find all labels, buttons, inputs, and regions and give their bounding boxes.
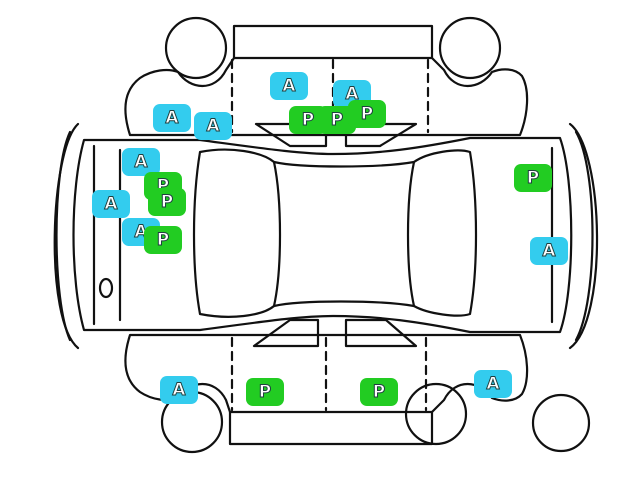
top-right-wheel [438,16,502,80]
marker-a-badge[interactable]: A [194,112,232,140]
bottom-roof [228,410,434,446]
marker-a-badge[interactable]: A [530,237,568,265]
marker-p-badge[interactable]: P [246,378,284,406]
bottom-window-right [344,318,418,348]
front-bumper-inner [55,130,72,342]
front-lamp [98,277,114,299]
bottom-right-wheel [404,382,468,446]
top-left-wheel [164,16,228,80]
bottom-side-view [124,318,591,454]
bottom-window-left [252,318,320,348]
marker-p-badge[interactable]: P [514,164,552,192]
rear-windshield [406,149,478,317]
top-body [124,56,529,137]
marker-a-badge[interactable]: A [474,370,512,398]
front-windshield [192,148,282,318]
marker-p-badge[interactable]: P [348,100,386,128]
rear-bumper-inner [574,130,594,342]
top-window-right [344,122,418,148]
marker-p-badge[interactable]: P [144,226,182,254]
rear-bumper-outer [568,122,599,350]
spare-wheel [531,393,591,453]
marker-p-badge[interactable]: P [148,188,186,216]
marker-a-badge[interactable]: A [270,72,308,100]
marker-a-badge[interactable]: A [122,148,160,176]
roof-line-top [272,160,416,168]
marker-a-badge[interactable]: A [153,104,191,132]
top-roof [232,24,434,60]
marker-p-badge[interactable]: P [360,378,398,406]
roof-line-bottom [272,300,416,308]
marker-a-badge[interactable]: A [92,190,130,218]
center-body [72,136,573,334]
bottom-body [124,333,529,414]
center-top-view [53,122,599,350]
marker-a-badge[interactable]: A [160,376,198,404]
